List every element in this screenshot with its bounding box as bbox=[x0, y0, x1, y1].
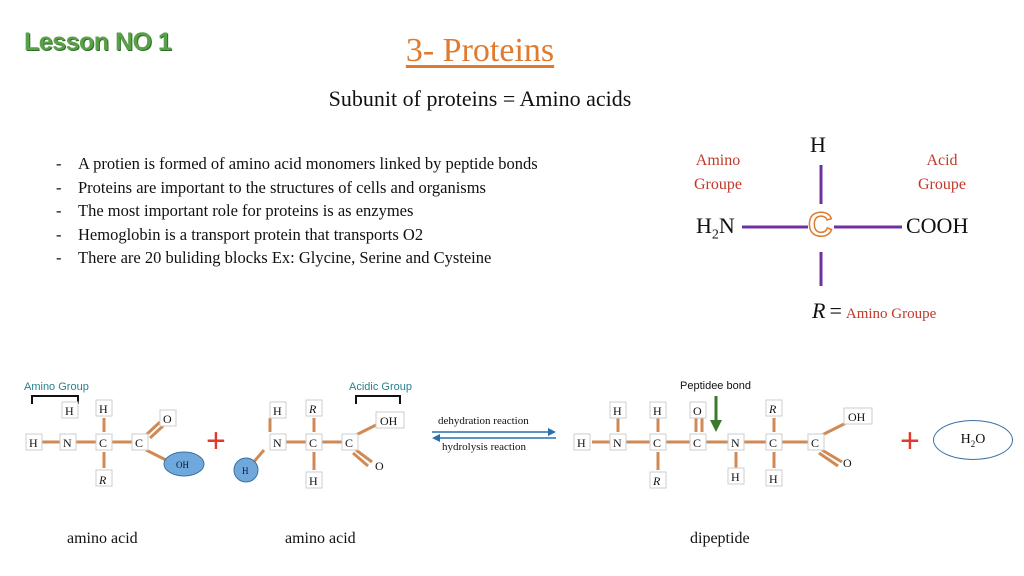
amine-group: H2N bbox=[696, 213, 735, 243]
bullet-item: Hemoglobin is a transport protein that t… bbox=[56, 223, 538, 247]
svg-text:H: H bbox=[309, 474, 318, 488]
amino-acid-1-atoms: H H O H N C C R bbox=[25, 399, 177, 487]
dehydration-label: dehydration reaction bbox=[438, 415, 529, 427]
r-group-definition: R = Amino Groupe bbox=[812, 298, 937, 323]
bullet-item: There are 20 buliding blocks Ex: Glycine… bbox=[56, 246, 538, 270]
svg-text:N: N bbox=[731, 436, 740, 450]
svg-text:OH: OH bbox=[380, 414, 398, 428]
caption-amino-acid-1: amino acid bbox=[67, 530, 138, 547]
hydroxyl-ball-label: OH bbox=[176, 460, 189, 470]
svg-text:O: O bbox=[693, 404, 702, 418]
svg-text:H: H bbox=[65, 404, 74, 418]
svg-text:H: H bbox=[273, 404, 282, 418]
svg-text:O: O bbox=[163, 412, 172, 426]
page-title: 3- Proteins bbox=[405, 32, 555, 69]
svg-text:R: R bbox=[768, 402, 777, 416]
svg-text:C: C bbox=[693, 436, 701, 450]
plus-sign-right: + bbox=[900, 422, 920, 460]
peptide-bond-caption: Peptidee bond bbox=[680, 380, 751, 392]
top-hydrogen: H bbox=[810, 132, 826, 157]
svg-text:OH: OH bbox=[848, 410, 866, 424]
svg-text:H: H bbox=[577, 436, 586, 450]
amino-acid-2 bbox=[250, 418, 379, 470]
svg-text:R: R bbox=[652, 474, 661, 488]
carboxyl-group: COOH bbox=[906, 213, 969, 238]
amino-group-bracket bbox=[31, 395, 79, 404]
hydrogen-ball bbox=[233, 457, 259, 483]
acidic-group-caption: Acidic Group bbox=[349, 381, 412, 393]
svg-text:N: N bbox=[63, 436, 72, 450]
svg-text:H: H bbox=[29, 436, 38, 450]
svg-text:C: C bbox=[345, 436, 353, 450]
svg-text:N: N bbox=[613, 436, 622, 450]
bullet-item: The most important role for proteins is … bbox=[56, 199, 538, 223]
amino-group-label: Amino Groupe bbox=[694, 152, 742, 193]
caption-amino-acid-2: amino acid bbox=[285, 530, 356, 547]
lesson-label: Lesson NO 1 bbox=[24, 28, 172, 56]
acidic-group-bracket bbox=[355, 395, 401, 404]
svg-text:C: C bbox=[99, 436, 107, 450]
svg-text:O: O bbox=[843, 456, 852, 470]
amino-acid-2-atoms: H R OH N C C O H bbox=[269, 399, 405, 489]
svg-text:C: C bbox=[309, 436, 317, 450]
bullet-list: A protien is formed of amino acid monome… bbox=[56, 152, 538, 270]
amino-group-caption: Amino Group bbox=[24, 381, 89, 393]
acid-group-label: Acid Groupe bbox=[918, 152, 966, 193]
dipeptide-atoms: H H O R OH H N C C N C C O R H H bbox=[573, 399, 873, 489]
reaction-diagram: H H O H N C C R OH H R OH N C C O H H bbox=[25, 395, 873, 489]
svg-text:C: C bbox=[769, 436, 777, 450]
svg-text:R: R bbox=[308, 402, 317, 416]
svg-text:R: R bbox=[98, 473, 107, 487]
svg-text:H: H bbox=[653, 404, 662, 418]
bullet-item: Proteins are important to the structures… bbox=[56, 176, 538, 200]
svg-text:O: O bbox=[375, 459, 384, 473]
svg-text:H: H bbox=[99, 402, 108, 416]
caption-dipeptide: dipeptide bbox=[690, 530, 750, 547]
hydrogen-ball-label: H bbox=[242, 466, 249, 476]
page-subtitle: Subunit of proteins = Amino acids bbox=[328, 86, 632, 111]
svg-text:H: H bbox=[731, 470, 740, 484]
svg-text:C: C bbox=[653, 436, 661, 450]
dipeptide bbox=[592, 418, 849, 470]
svg-text:C: C bbox=[811, 436, 819, 450]
svg-text:H: H bbox=[613, 404, 622, 418]
svg-text:H: H bbox=[769, 472, 778, 486]
central-carbon: C bbox=[807, 205, 833, 245]
hydroxyl-ball bbox=[163, 451, 205, 477]
bullet-item: A protien is formed of amino acid monome… bbox=[56, 152, 538, 176]
svg-text:C: C bbox=[135, 436, 143, 450]
plus-sign-left: + bbox=[206, 422, 226, 460]
structure-bonds bbox=[742, 165, 902, 286]
svg-text:N: N bbox=[273, 436, 282, 450]
water-molecule: H2O bbox=[933, 420, 1013, 460]
hydrolysis-label: hydrolysis reaction bbox=[442, 441, 527, 453]
